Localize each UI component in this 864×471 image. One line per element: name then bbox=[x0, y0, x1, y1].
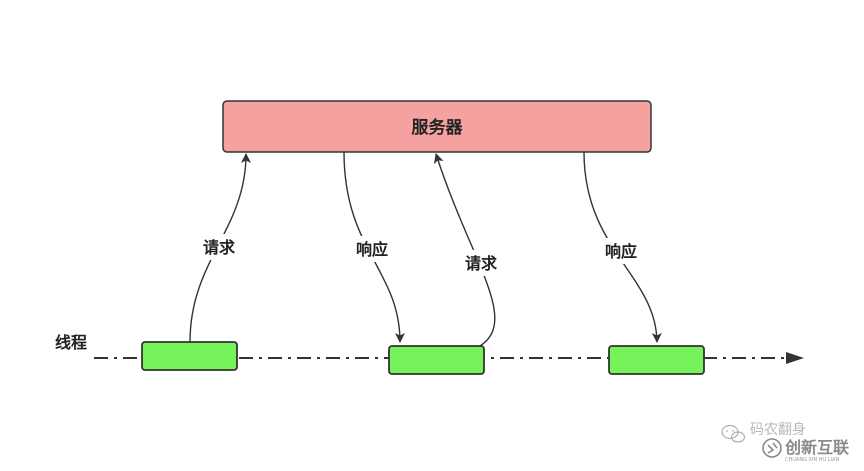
request-label-2-bg bbox=[458, 250, 504, 276]
task-block-3 bbox=[608, 345, 705, 375]
server-node: 服务器 bbox=[222, 100, 652, 153]
response-label-1: 响应 bbox=[356, 240, 388, 259]
task-blocks bbox=[141, 341, 705, 375]
request-label-2: 请求 bbox=[465, 254, 498, 273]
response-label-2-bg bbox=[598, 238, 644, 264]
task-block-2 bbox=[388, 345, 485, 375]
response-label-1-bg bbox=[349, 236, 395, 262]
edges: 请求 响应 请求 响应 bbox=[189, 151, 662, 347]
timeline-arrowhead bbox=[786, 352, 804, 364]
brand-subtext: CHUANG XIN HU LIAN bbox=[785, 457, 839, 463]
wechat-icon bbox=[721, 424, 746, 443]
watermark-faint-text: 码农翻身 bbox=[750, 422, 806, 438]
task-block-1 bbox=[141, 341, 238, 371]
request-label-1: 请求 bbox=[203, 238, 236, 257]
request-edge-2 bbox=[433, 153, 496, 347]
brand-logo-icon bbox=[762, 438, 782, 458]
timeline-label: 线程 bbox=[55, 333, 87, 352]
brand-text: 创新互联 bbox=[784, 438, 849, 457]
response-label-2: 响应 bbox=[605, 242, 637, 261]
server-label: 服务器 bbox=[412, 117, 464, 138]
request-label-1-bg bbox=[196, 234, 242, 260]
server-box bbox=[222, 100, 652, 153]
watermark: 码农翻身 创新互联 CHUANG XIN HU LIAN bbox=[721, 422, 849, 463]
